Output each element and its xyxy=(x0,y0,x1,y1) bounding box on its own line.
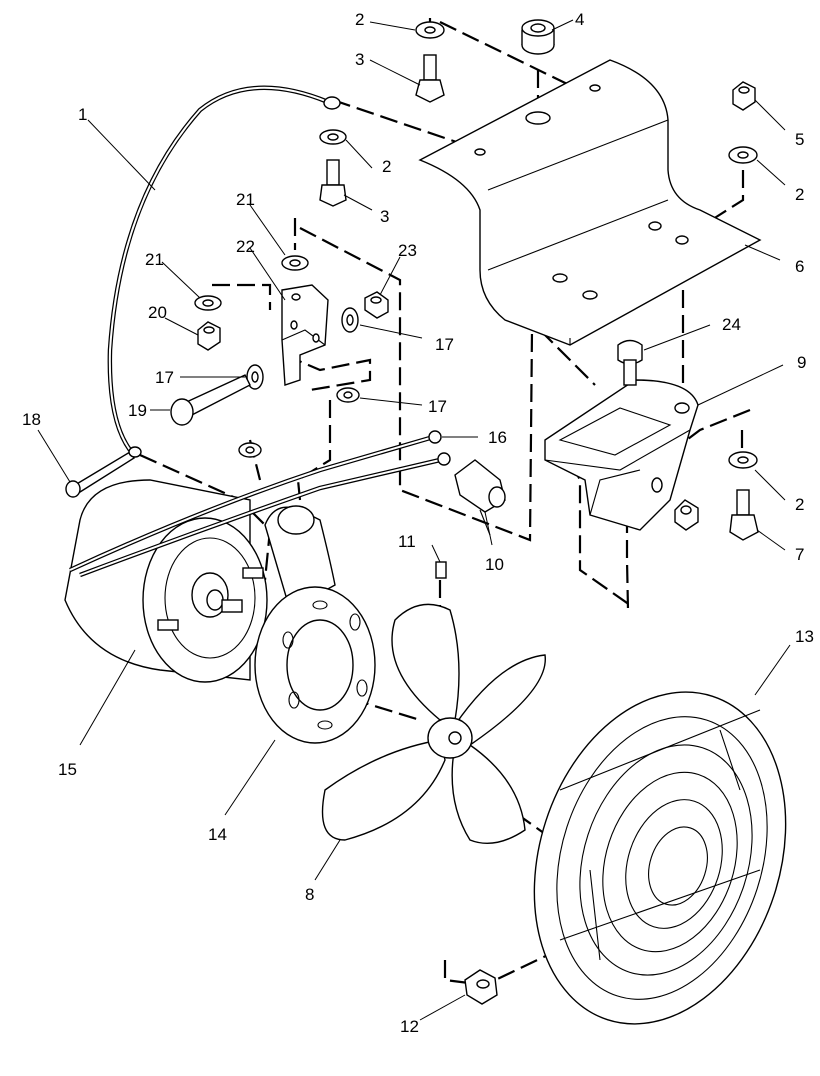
callout-16: 16 xyxy=(488,428,507,447)
wire-leads-16 xyxy=(69,430,451,578)
callout-3-top: 3 xyxy=(355,50,364,69)
motor-mount-bracket xyxy=(544,379,699,531)
callout-12: 12 xyxy=(400,1017,419,1036)
callout-11: 11 xyxy=(398,532,416,551)
callout-6: 6 xyxy=(795,257,804,276)
callout-21-left: 21 xyxy=(145,250,164,269)
callout-17-bolt: 17 xyxy=(155,368,174,387)
callout-20: 20 xyxy=(148,303,167,322)
l-bracket-22 xyxy=(281,284,329,386)
fan-guard-13 xyxy=(533,691,787,1025)
motor-mount-plate-14 xyxy=(254,505,376,744)
callout-2-cable: 2 xyxy=(382,157,391,176)
leader-lines xyxy=(37,19,791,1021)
bolt-24 xyxy=(617,339,643,386)
fan-blade-8 xyxy=(321,603,546,844)
callout-3-middle: 3 xyxy=(380,207,389,226)
callout-17-lower: 17 xyxy=(428,397,447,416)
callout-2-top: 2 xyxy=(355,10,364,29)
hardware xyxy=(65,19,759,1005)
callout-4: 4 xyxy=(575,10,584,29)
switch-10 xyxy=(454,459,506,536)
cable-1 xyxy=(107,85,341,458)
callout-18: 18 xyxy=(22,410,41,429)
callout-19: 19 xyxy=(128,401,147,420)
callout-24: 24 xyxy=(722,315,741,334)
callout-21-top: 21 xyxy=(236,190,255,209)
callout-10: 10 xyxy=(485,555,504,574)
callout-labels: 1 2 2 2 2 3 3 4 5 6 7 8 9 10 11 12 13 14… xyxy=(22,10,814,1036)
callout-9: 9 xyxy=(797,353,806,372)
callout-22: 22 xyxy=(236,237,255,256)
callout-14: 14 xyxy=(208,825,227,844)
callout-8: 8 xyxy=(305,885,314,904)
callout-2-right-lower: 2 xyxy=(795,495,804,514)
callout-23: 23 xyxy=(398,241,417,260)
callout-17-upper: 17 xyxy=(435,335,454,354)
callout-15: 15 xyxy=(58,760,77,779)
callout-13: 13 xyxy=(795,627,814,646)
callout-1: 1 xyxy=(78,105,87,124)
callout-7: 7 xyxy=(795,545,804,564)
callout-2-right-upper: 2 xyxy=(795,185,804,204)
callout-5: 5 xyxy=(795,130,804,149)
mounting-bracket-plate xyxy=(418,59,762,346)
motor-15 xyxy=(64,479,268,683)
